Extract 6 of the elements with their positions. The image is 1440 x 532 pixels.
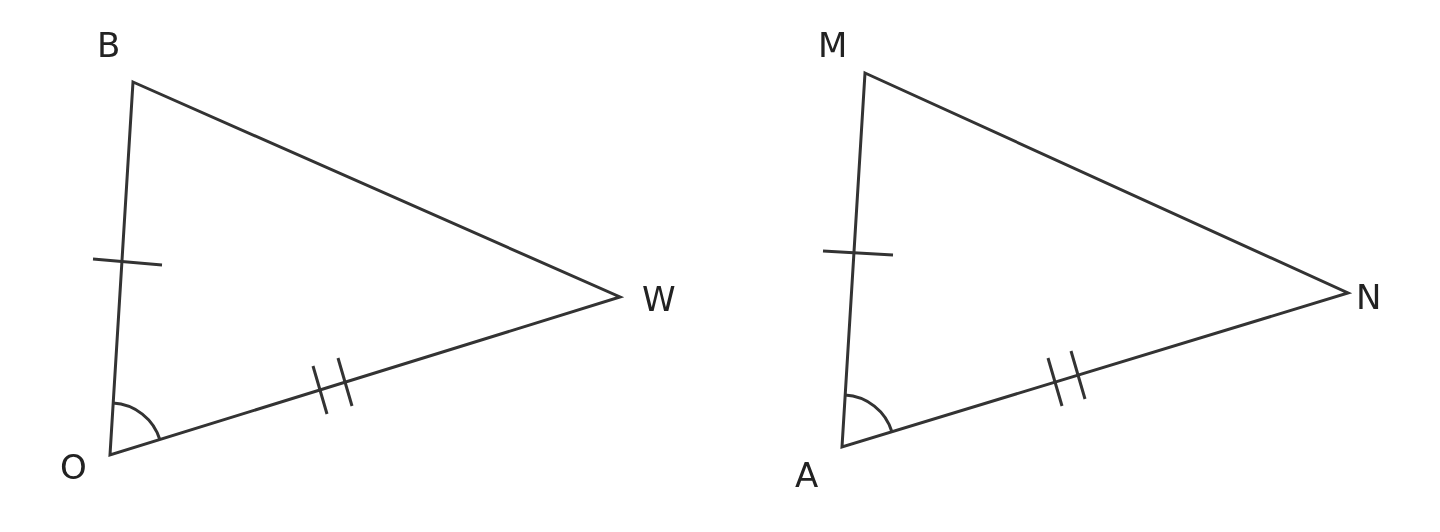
vertex-label: O xyxy=(60,450,87,484)
vertex-label: W xyxy=(642,282,676,316)
vertex-label: N xyxy=(1356,280,1382,314)
vertex-label: B xyxy=(97,28,121,62)
vertex-label: A xyxy=(795,458,819,492)
vertex-label: M xyxy=(818,28,848,62)
